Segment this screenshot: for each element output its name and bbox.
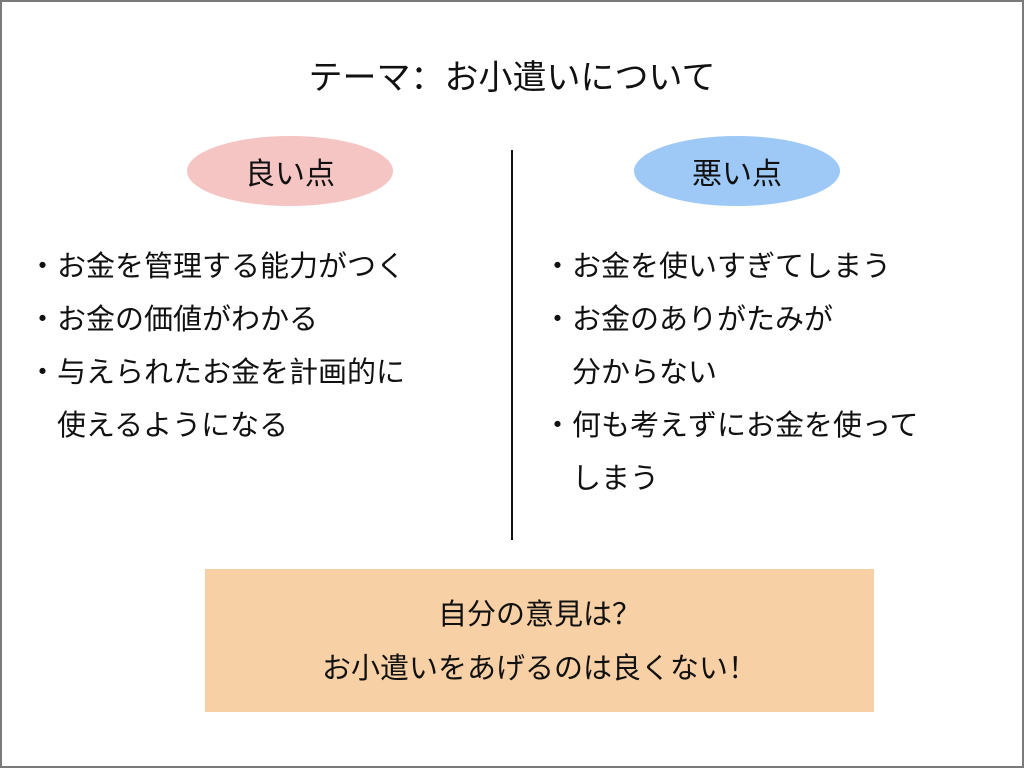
list-item: ・お金を管理する能力がつく: [28, 249, 406, 283]
list-item: ・お金のありがたみが: [543, 302, 834, 336]
list-item: ・与えられたお金を計画的に: [28, 355, 406, 389]
list-item: 使えるようになる: [28, 408, 289, 442]
bad-points-label: 悪い点: [634, 136, 840, 206]
opinion-heading: 自分の意見は？: [437, 596, 641, 631]
good-points-label: 良い点: [187, 136, 393, 206]
list-item: 分からない: [543, 355, 718, 389]
bad-points-list: ・お金を使いすぎてしまう ・お金のありがたみが 分からない ・何も考えずにお金を…: [543, 240, 919, 505]
opinion-text: お小遣いをあげるのは良くない！: [321, 650, 757, 685]
opinion-box: 自分の意見は？ お小遣いをあげるのは良くない！: [205, 569, 874, 712]
slide-title: テーマ：お小遣いについて: [308, 58, 716, 98]
column-divider: [511, 150, 513, 540]
good-points-list: ・お金を管理する能力がつく ・お金の価値がわかる ・与えられたお金を計画的に 使…: [28, 240, 405, 452]
list-item: ・何も考えずにお金を使って: [543, 408, 919, 442]
list-item: ・お金を使いすぎてしまう: [543, 249, 892, 283]
list-item: しまう: [543, 461, 660, 495]
list-item: ・お金の価値がわかる: [28, 302, 319, 336]
